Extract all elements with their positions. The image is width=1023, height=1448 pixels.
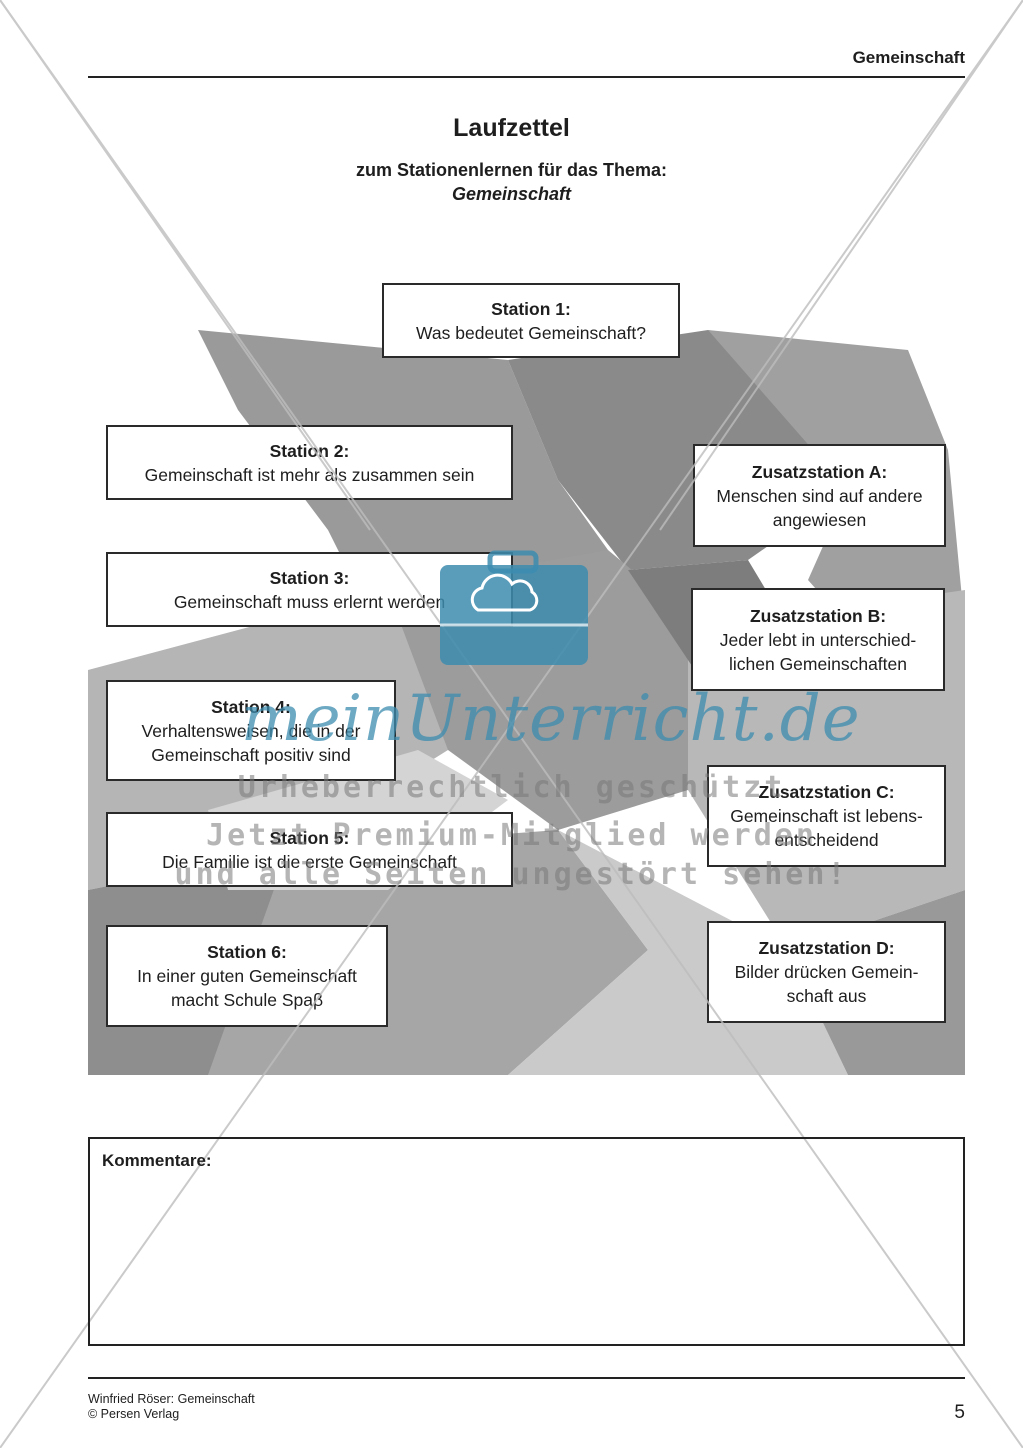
station-label: Station 3:: [269, 567, 350, 588]
page-title: Laufzettel: [453, 114, 570, 142]
watermark-line-1: Urheberrechtlich geschützt: [237, 770, 786, 805]
station-6-box: Station 6: In einer guten Gemeinschaft m…: [106, 925, 388, 1027]
station-4-box: Station 4: Verhaltensweisen, die in der …: [106, 680, 396, 781]
station-text: Die Familie ist die erste Gemeinschaft: [162, 851, 457, 872]
page-subtitle: zum Stationenlernen für das Thema: Gemei…: [0, 158, 1023, 206]
station-label: Station 4:: [211, 696, 291, 717]
subtitle-topic: Gemeinschaft: [451, 184, 572, 204]
station-text: Bilder drücken Gemein-schaft aus: [734, 962, 919, 1006]
station-1-box: Station 1: Was bedeutet Gemeinschaft?: [382, 283, 680, 358]
station-label: Station 6:: [207, 942, 287, 962]
station-text: Gemeinschaft ist lebens-entscheidend: [730, 806, 923, 850]
station-label: Station 5:: [269, 827, 350, 848]
footer-publisher: © Persen Verlag: [88, 1407, 180, 1421]
extra-station-d-box: Zusatzstation D: Bilder drücken Gemein-s…: [707, 921, 946, 1023]
station-text: Jeder lebt in unterschied-lichen Gemeins…: [719, 629, 917, 674]
station-label: Station 1:: [491, 298, 571, 319]
station-text: In einer guten Gemeinschaft macht Schule…: [137, 966, 357, 1010]
watermark-line-2: Jetzt Premium-Mitglied werden: [206, 818, 817, 853]
station-label: Zusatzstation B:: [749, 605, 887, 626]
extra-station-a-box: Zusatzstation A: Menschen sind auf ander…: [693, 444, 946, 547]
page-number: 5: [954, 1402, 965, 1423]
station-text: Was bedeutet Gemeinschaft?: [416, 322, 646, 343]
comments-label: Kommentare:: [102, 1151, 212, 1170]
header-rule: [88, 76, 965, 78]
footer-credits: Winfried Röser: Gemeinschaft © Persen Ve…: [88, 1392, 255, 1422]
station-2-box: Station 2: Gemeinschaft ist mehr als zus…: [106, 425, 513, 500]
extra-station-c-box: Zusatzstation C: Gemeinschaft ist lebens…: [707, 765, 946, 867]
running-header: Gemeinschaft: [852, 48, 965, 67]
watermark-line-3: und alle Seiten ungestört sehen!: [174, 857, 849, 892]
extra-station-b-box: Zusatzstation B: Jeder lebt in unterschi…: [691, 588, 945, 691]
station-label: Zusatzstation D:: [758, 938, 895, 958]
station-label: Zusatzstation C:: [758, 782, 895, 802]
station-text: Gemeinschaft ist mehr als zusammen sein: [144, 464, 475, 485]
station-label: Zusatzstation A:: [751, 461, 888, 482]
station-5-box: Station 5: Die Familie ist die erste Gem…: [106, 812, 513, 887]
station-text: Gemeinschaft muss erlernt werden: [173, 591, 446, 612]
station-label: Station 2:: [269, 440, 350, 461]
comments-box[interactable]: Kommentare:: [88, 1137, 965, 1346]
footer-rule: [88, 1377, 965, 1379]
watermark-logo: meinUnterricht.de: [241, 682, 861, 756]
station-text: Verhaltensweisen, die in der Gemeinschaf…: [141, 720, 361, 765]
footer-author: Winfried Röser: Gemeinschaft: [88, 1392, 255, 1406]
station-text: Menschen sind auf andere angewiesen: [716, 485, 923, 530]
subtitle-text: zum Stationenlernen für das Thema:: [355, 160, 668, 180]
briefcase-icon: [440, 550, 588, 665]
